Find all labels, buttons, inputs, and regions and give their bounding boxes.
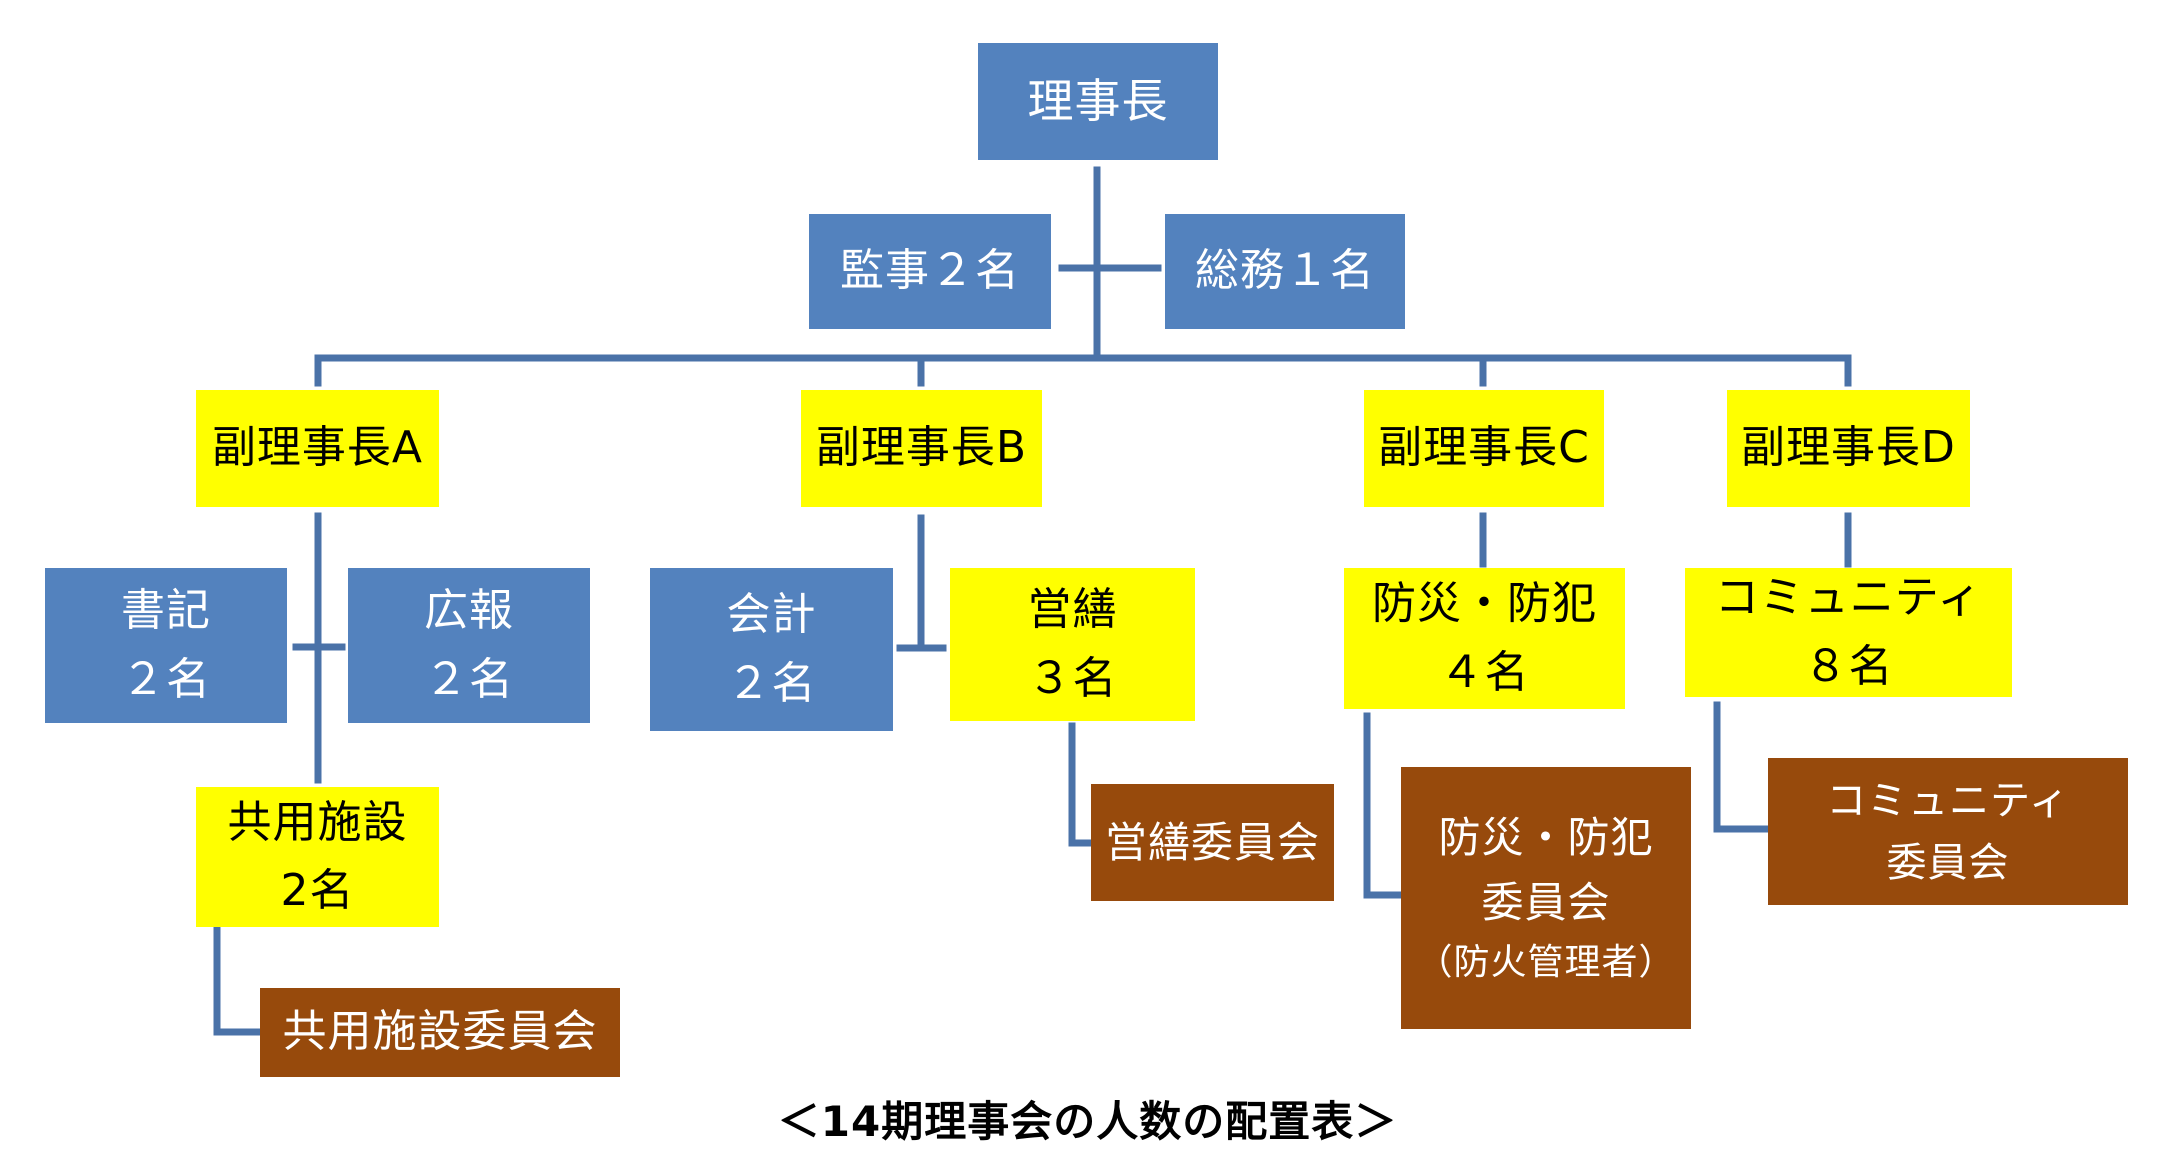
facilities-role: 共用施設 — [227, 796, 408, 848]
repairs-committee-label: 営繕委員会 — [1104, 817, 1320, 867]
facilities-count: 2名 — [280, 865, 355, 916]
accounting-count: ２名 — [726, 657, 817, 709]
community-box: コミュニティ ８名 — [1685, 568, 2012, 697]
chairman-label: 理事長 — [1027, 73, 1169, 128]
vice-chair-d-label: 副理事長D — [1741, 422, 1956, 474]
repairs-box: 営繕 ３名 — [950, 568, 1195, 721]
vice-chair-c-box: 副理事長C — [1364, 390, 1604, 507]
disaster-prevention-role: 防災・防犯 — [1372, 578, 1597, 630]
auditor-label: 監事２名 — [840, 245, 1020, 297]
pr-count: ２名 — [424, 653, 514, 705]
vice-chair-b-label: 副理事長B — [815, 422, 1028, 474]
facilities-committee-label: 共用施設委員会 — [282, 1006, 598, 1058]
accounting-role: 会計 — [726, 589, 817, 641]
auditor-box: 監事２名 — [809, 214, 1051, 329]
disaster-committee-box: 防災・防犯 委員会 （防火管理者） — [1401, 767, 1691, 1029]
pr-role: 広報 — [424, 585, 514, 637]
vice-chair-c-label: 副理事長C — [1378, 422, 1590, 474]
general-affairs-box: 総務１名 — [1165, 214, 1405, 329]
repairs-committee-box: 営繕委員会 — [1091, 784, 1334, 901]
community-committee-box: コミュニティ 委員会 — [1768, 758, 2128, 905]
secretary-role: 書記 — [121, 585, 211, 637]
community-count: ８名 — [1803, 640, 1894, 692]
pr-box: 広報 ２名 — [348, 568, 590, 723]
chairman-box: 理事長 — [978, 43, 1218, 160]
disaster-committee-line1: 防災・防犯 — [1438, 813, 1654, 862]
secretary-box: 書記 ２名 — [45, 568, 287, 723]
secretary-count: ２名 — [121, 653, 211, 705]
vice-chair-a-label: 副理事長A — [211, 422, 424, 474]
disaster-prevention-box: 防災・防犯 ４名 — [1344, 568, 1625, 709]
facilities-box: 共用施設 2名 — [196, 787, 439, 927]
repairs-role: 営繕 — [1027, 584, 1118, 636]
community-committee-line2: 委員会 — [1886, 839, 2010, 886]
community-committee-line1: コミュニティ — [1826, 777, 2070, 824]
general-affairs-label: 総務１名 — [1195, 245, 1375, 297]
community-role: コミュニティ — [1714, 572, 1983, 624]
facilities-committee-box: 共用施設委員会 — [260, 988, 620, 1077]
accounting-box: 会計 ２名 — [650, 568, 893, 731]
disaster-prevention-count: ４名 — [1439, 646, 1530, 698]
vice-chair-a-box: 副理事長A — [196, 390, 439, 507]
diagram-caption: ＜14期理事会の人数の配置表＞ — [777, 1097, 1398, 1146]
vice-chair-b-box: 副理事長B — [801, 390, 1042, 507]
fire-manager-note: （防火管理者） — [1416, 942, 1676, 984]
repairs-count: ３名 — [1027, 652, 1118, 704]
disaster-committee-line2: 委員会 — [1481, 878, 1611, 928]
vice-chair-d-box: 副理事長D — [1727, 390, 1970, 507]
